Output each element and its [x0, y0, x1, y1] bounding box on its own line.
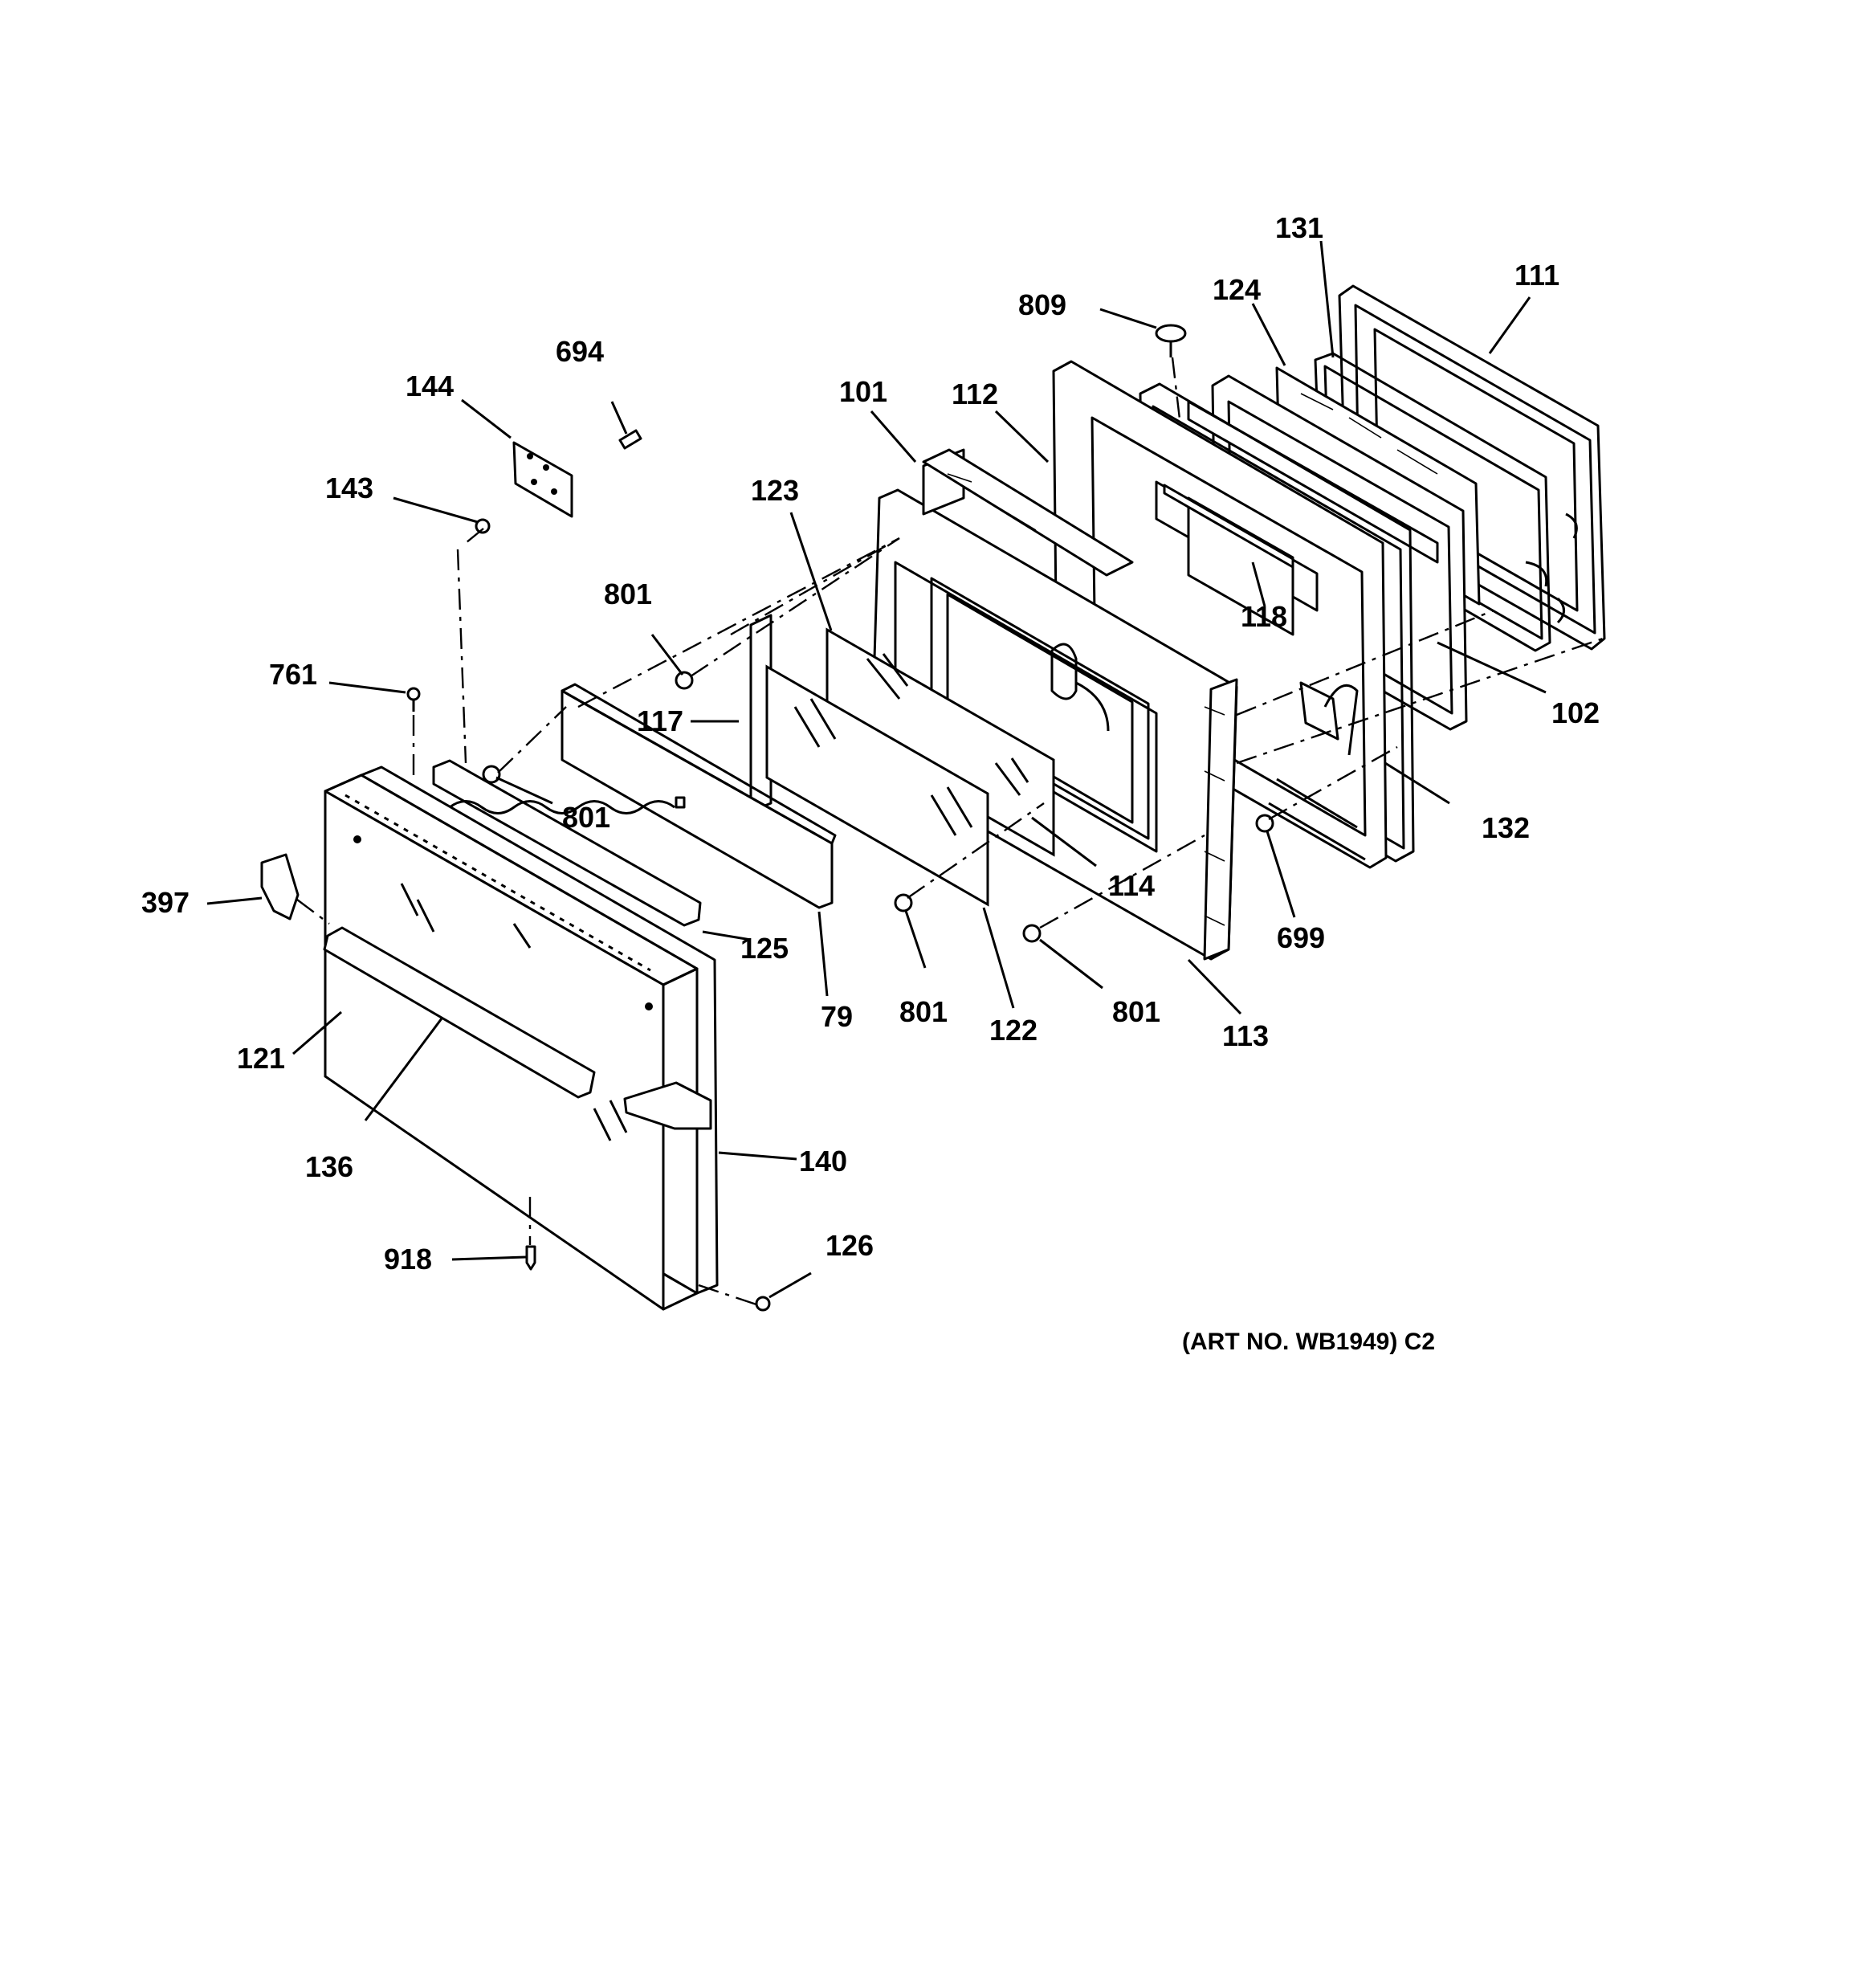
label-124: 124 [1213, 273, 1261, 306]
label-801-mid: 801 [562, 801, 610, 834]
label-801-bottom-right: 801 [1112, 995, 1160, 1028]
label-801-bottom-left: 801 [899, 995, 948, 1028]
label-102: 102 [1551, 696, 1600, 729]
part-125-gasket [432, 759, 702, 927]
label-761: 761 [269, 658, 317, 691]
label-125: 125 [740, 932, 789, 965]
label-114: 114 [1108, 869, 1155, 902]
label-101: 101 [839, 375, 887, 408]
label-918: 918 [384, 1243, 432, 1276]
part-397-hinge-cover [260, 853, 300, 921]
label-112: 112 [952, 378, 998, 410]
label-122: 122 [989, 1014, 1037, 1047]
label-397: 397 [141, 886, 190, 919]
part-136-door-handle [323, 926, 712, 1130]
label-113: 113 [1222, 1019, 1269, 1052]
label-79: 79 [821, 1000, 853, 1033]
part-122-glass [749, 614, 989, 907]
part-118-baffle [1163, 484, 1294, 636]
label-140: 140 [799, 1145, 847, 1178]
label-694: 694 [556, 335, 604, 368]
label-111: 111 [1514, 259, 1559, 292]
label-131: 131 [1275, 211, 1323, 244]
label-143: 143 [325, 471, 373, 504]
label-123: 123 [751, 474, 799, 507]
label-118: 118 [1241, 600, 1287, 633]
part-labels: 131 111 124 809 694 144 101 112 143 123 … [141, 211, 1600, 1355]
part-144-hinge-plate [512, 441, 573, 518]
art-number: (ART NO. WB1949) C2 [1182, 1329, 1435, 1355]
label-121: 121 [237, 1042, 285, 1075]
label-699: 699 [1277, 921, 1325, 954]
label-809: 809 [1018, 288, 1066, 321]
part-79-panel [561, 683, 837, 909]
label-144: 144 [406, 369, 454, 402]
part-123-glass [826, 627, 1055, 857]
label-801-top: 801 [604, 578, 652, 610]
label-136: 136 [305, 1150, 353, 1183]
label-117: 117 [637, 704, 683, 737]
part-101-top-trim [922, 448, 1134, 577]
label-126: 126 [826, 1229, 874, 1262]
leader-lines [206, 240, 1547, 1299]
fasteners [406, 324, 1274, 1312]
label-132: 132 [1482, 811, 1530, 844]
